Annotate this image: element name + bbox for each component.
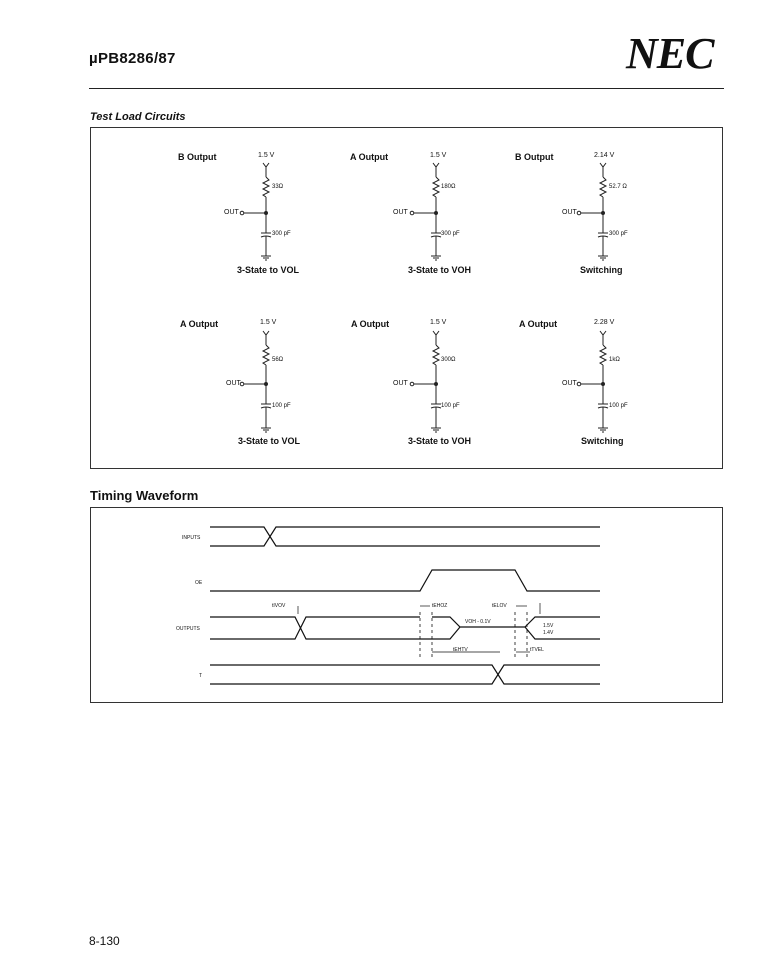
circuit-resistor-label: 180Ω <box>441 184 456 190</box>
timing-tivov-label: tIVOV <box>272 603 286 609</box>
circuit-out-label: OUT <box>562 380 577 387</box>
circuit-resistor-label: 52.7 Ω <box>609 184 627 190</box>
page-header-title: µPB8286/87 <box>89 50 176 67</box>
circuit-supply-label: 1.5 V <box>260 319 277 326</box>
nec-logo: NEC <box>626 29 714 78</box>
circuit-out-label: OUT <box>226 380 241 387</box>
circuit-caption: 3-State to VOL <box>237 265 300 275</box>
circuit-resistor-label: 300Ω <box>441 357 456 363</box>
signal-label-oe: OE <box>195 580 203 586</box>
circuit-cap-label: 300 pF <box>441 231 460 237</box>
circuit-caption: Switching <box>581 436 624 446</box>
circuit-schematic <box>576 162 609 261</box>
circuit-out-label: OUT <box>224 209 239 216</box>
oe-waveform <box>210 569 600 592</box>
circuit-schematic <box>239 162 272 261</box>
circuit-output-label: A Output <box>351 319 390 329</box>
circuit-schematic <box>576 330 609 433</box>
circuit-cap-label: 300 pF <box>272 231 291 237</box>
circuit-out-label: OUT <box>393 209 408 216</box>
circuit-cap-label: 100 pF <box>609 403 628 409</box>
timing-voh-label: VOH - 0.1V <box>465 619 491 625</box>
circuit-output-label: B Output <box>178 152 217 162</box>
circuit-output-label: B Output <box>515 152 554 162</box>
circuit-output-label: A Output <box>180 319 219 329</box>
header-divider <box>89 88 724 89</box>
timing-tehoz-label: tEHOZ <box>432 603 448 609</box>
test-load-circuits-heading: Test Load Circuits <box>90 111 186 123</box>
circuit-resistor-label: 1kΩ <box>609 357 620 363</box>
circuit-resistor-label: 33Ω <box>272 184 284 190</box>
circuit-schematic <box>409 330 442 433</box>
circuit-output-label: A Output <box>350 152 389 162</box>
circuit-caption: 3-State to VOL <box>238 436 301 446</box>
circuit-out-label: OUT <box>393 380 408 387</box>
circuit-supply-label: 1.5 V <box>430 152 447 159</box>
circuit-caption: Switching <box>580 265 623 275</box>
timing-level2-label: 1.4V <box>543 630 554 636</box>
signal-label-outputs: OUTPUTS <box>176 626 200 632</box>
circuit-resistor-label: 56Ω <box>272 357 284 363</box>
timing-level1-label: 1.5V <box>543 623 554 629</box>
circuit-cap-label: 100 pF <box>441 403 460 409</box>
circuit-cap-label: 300 pF <box>609 231 628 237</box>
circuit-supply-label: 1.5 V <box>430 319 447 326</box>
page-number: 8-130 <box>89 934 120 948</box>
test-load-circuits-panel <box>90 127 723 469</box>
timing-telov-label: tELOV <box>492 603 507 609</box>
circuit-supply-label: 2.28 V <box>594 319 615 326</box>
timing-ttvel-label: tTVEL <box>530 647 544 653</box>
timing-waveform-heading: Timing Waveform <box>90 488 199 503</box>
circuit-out-label: OUT <box>562 209 577 216</box>
circuit-supply-label: 1.5 V <box>258 152 275 159</box>
inputs-waveform <box>210 526 600 547</box>
timing-waveform-panel <box>90 507 723 703</box>
signal-label-inputs: INPUTS <box>182 535 201 541</box>
circuit-output-label: A Output <box>519 319 558 329</box>
circuit-supply-label: 2.14 V <box>594 152 615 159</box>
signal-label-t: T <box>199 673 203 679</box>
circuit-caption: 3-State to VOH <box>408 265 472 275</box>
circuit-cap-label: 100 pF <box>272 403 291 409</box>
outputs-waveform <box>210 616 600 640</box>
t-waveform <box>210 664 600 685</box>
circuit-schematic <box>239 330 272 433</box>
circuit-caption: 3-State to VOH <box>408 436 472 446</box>
circuit-schematic <box>409 162 442 261</box>
timing-tehtv-label: tEHTV <box>453 647 468 653</box>
